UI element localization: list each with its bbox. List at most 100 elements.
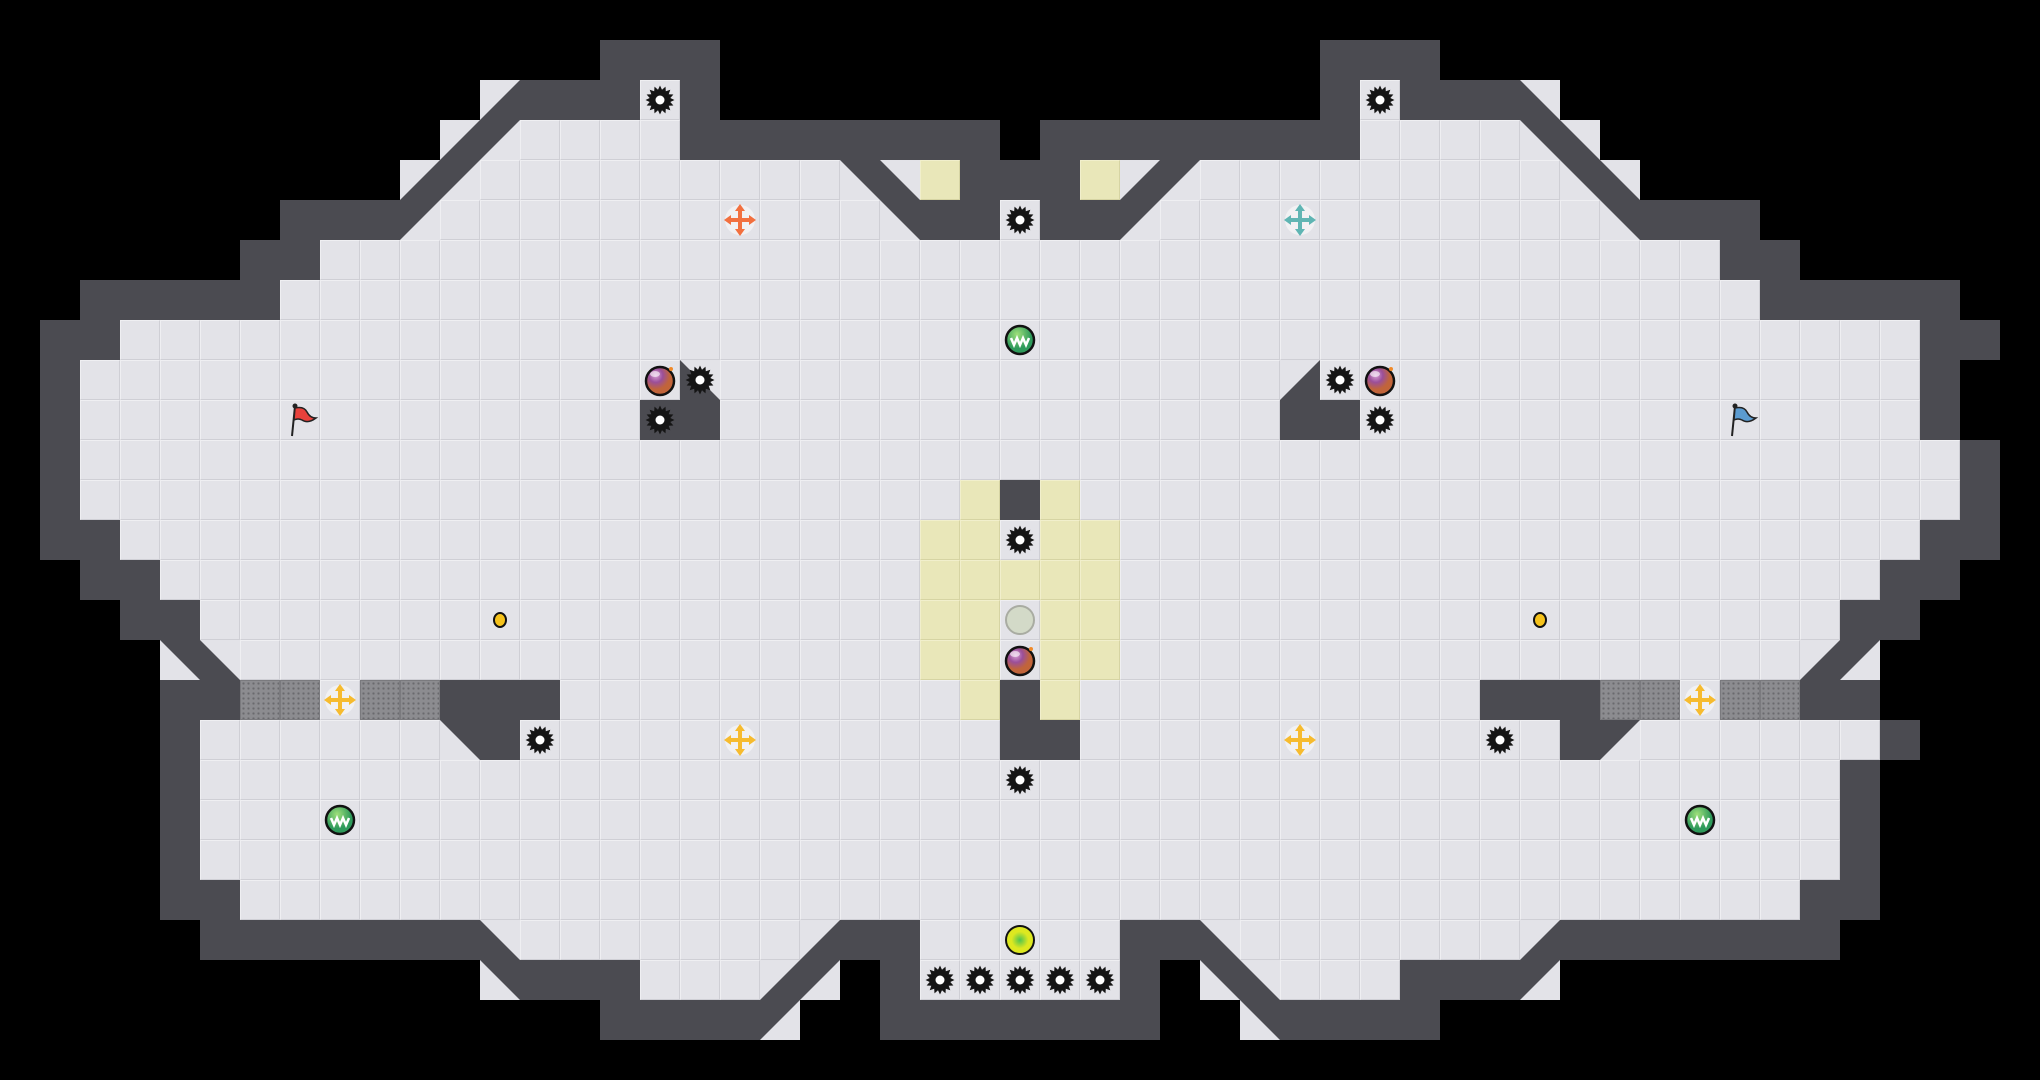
floor-tile <box>640 240 680 280</box>
wall-tile <box>840 920 880 960</box>
floor-tile <box>1320 680 1360 720</box>
floor-tile <box>880 320 920 360</box>
floor-tile <box>1480 920 1520 960</box>
diagonal-wall-tile <box>1840 640 1880 680</box>
floor-tile <box>680 320 720 360</box>
floor-tile <box>1240 880 1280 920</box>
wall-tile <box>600 40 640 80</box>
floor-tile <box>1040 400 1080 440</box>
floor-tile <box>600 640 640 680</box>
floor-tile <box>1680 840 1720 880</box>
floor-tile <box>1120 760 1160 800</box>
floor-tile <box>1200 560 1240 600</box>
floor-tile <box>1640 520 1680 560</box>
floor-tile <box>880 840 920 880</box>
floor-tile <box>1360 760 1400 800</box>
floor-tile <box>840 680 880 720</box>
floor-tile <box>1600 600 1640 640</box>
wall-tile <box>1000 1000 1040 1040</box>
floor-tile <box>1040 880 1080 920</box>
floor-tile <box>560 680 600 720</box>
floor-tile <box>1360 560 1400 600</box>
floor-tile <box>1120 800 1160 840</box>
blue-flag-icon <box>1720 400 1760 440</box>
floor-tile <box>640 960 680 1000</box>
floor-tile <box>1600 240 1640 280</box>
floor-tile <box>1480 200 1520 240</box>
diagonal-wall-tile <box>160 640 200 680</box>
floor-tile <box>160 360 200 400</box>
floor-tile <box>1080 760 1120 800</box>
floor-tile <box>1800 400 1840 440</box>
floor-tile <box>1280 640 1320 680</box>
floor-tile <box>720 400 760 440</box>
floor-tile <box>1200 640 1240 680</box>
floor-tile <box>280 520 320 560</box>
floor-tile <box>1120 560 1160 600</box>
wall-tile <box>1120 120 1160 160</box>
floor-tile <box>1560 640 1600 680</box>
neutral-zone-tile <box>1040 480 1080 520</box>
floor-tile <box>1080 480 1120 520</box>
floor-tile <box>1880 360 1920 400</box>
floor-tile <box>480 360 520 400</box>
wall-tile <box>120 560 160 600</box>
wall-tile <box>680 1000 720 1040</box>
floor-tile <box>1120 520 1160 560</box>
wall-tile <box>600 1000 640 1040</box>
floor-tile <box>760 840 800 880</box>
floor-tile <box>840 640 880 680</box>
wall-tile <box>720 120 760 160</box>
wall-tile <box>440 680 480 720</box>
floor-tile <box>1280 680 1320 720</box>
floor-tile <box>1520 320 1560 360</box>
floor-tile <box>800 760 840 800</box>
floor-tile <box>200 520 240 560</box>
floor-tile <box>1440 200 1480 240</box>
floor-tile <box>1200 280 1240 320</box>
floor-tile <box>400 520 440 560</box>
diagonal-wall-tile <box>200 640 240 680</box>
floor-tile <box>920 720 960 760</box>
floor-tile <box>800 400 840 440</box>
floor-tile <box>720 360 760 400</box>
floor-tile <box>1800 320 1840 360</box>
diagonal-wall-tile <box>480 80 520 120</box>
boost-icon <box>1280 200 1320 240</box>
floor-tile <box>1200 760 1240 800</box>
floor-tile <box>1280 480 1320 520</box>
wall-tile <box>1840 880 1880 920</box>
floor-tile <box>1600 800 1640 840</box>
diagonal-wall-tile <box>1560 120 1600 160</box>
floor-tile <box>440 640 480 680</box>
floor-tile <box>560 920 600 960</box>
floor-tile <box>1360 640 1400 680</box>
floor-tile <box>360 240 400 280</box>
floor-tile <box>1760 720 1800 760</box>
wall-tile <box>1400 1000 1440 1040</box>
floor-tile <box>1800 360 1840 400</box>
floor-tile <box>1560 880 1600 920</box>
diagonal-wall-tile <box>480 920 520 960</box>
floor-tile <box>720 480 760 520</box>
neutral-zone-tile <box>1040 680 1080 720</box>
floor-tile <box>360 560 400 600</box>
floor-tile <box>1080 360 1120 400</box>
floor-tile <box>440 880 480 920</box>
floor-tile <box>1240 200 1280 240</box>
floor-tile <box>200 800 240 840</box>
floor-tile <box>320 880 360 920</box>
wall-tile <box>1600 920 1640 960</box>
wall-tile <box>200 880 240 920</box>
wall-tile <box>680 400 720 440</box>
floor-tile <box>1080 720 1120 760</box>
floor-tile <box>600 200 640 240</box>
floor-tile <box>1160 200 1200 240</box>
floor-tile <box>1280 160 1320 200</box>
floor-tile <box>1840 520 1880 560</box>
floor-tile <box>1240 720 1280 760</box>
floor-tile <box>1760 400 1800 440</box>
wall-tile <box>1800 280 1840 320</box>
floor-tile <box>1160 520 1200 560</box>
